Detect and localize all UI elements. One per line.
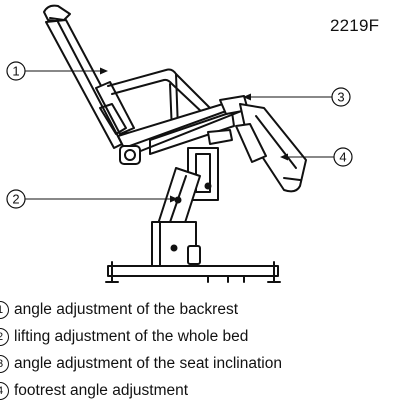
legend-item-3: 3 angle adjustment of the seat inclinati… bbox=[0, 350, 400, 377]
callout-circle-3 bbox=[331, 87, 351, 107]
callout-arrow-1 bbox=[100, 67, 108, 75]
callout-number-4: 4 bbox=[339, 150, 346, 165]
callout-number-3: 3 bbox=[337, 90, 344, 105]
backrest bbox=[45, 19, 135, 149]
callout-circle-1 bbox=[6, 61, 26, 81]
motor-box bbox=[151, 221, 201, 267]
legend-number-4: 4 bbox=[0, 382, 9, 400]
callout-arrow-2 bbox=[170, 195, 178, 203]
legend-item-2: 2 lifting adjustment of the whole bed bbox=[0, 323, 400, 350]
callout-arrow-3 bbox=[243, 93, 251, 101]
base-plate bbox=[105, 261, 281, 283]
legend-item-4: 4 footrest angle adjustment bbox=[0, 377, 400, 404]
hinge-knob bbox=[119, 145, 141, 165]
callout-number-2: 2 bbox=[12, 192, 19, 207]
callout-circle-4 bbox=[333, 147, 353, 167]
legend-text-4: footrest angle adjustment bbox=[14, 382, 189, 399]
lift-column bbox=[157, 129, 233, 233]
callout-arrow-4 bbox=[280, 153, 288, 161]
legend-text-3: angle adjustment of the seat inclination bbox=[14, 355, 282, 372]
legend: 1 angle adjustment of the backrest 2 lif… bbox=[0, 296, 400, 404]
legend-number-2: 2 bbox=[0, 328, 9, 346]
legend-text-2: lifting adjustment of the whole bed bbox=[14, 328, 249, 345]
footrest bbox=[235, 103, 307, 193]
legend-number-1: 1 bbox=[0, 301, 9, 319]
legend-number-3: 3 bbox=[0, 355, 9, 373]
callout-number-1: 1 bbox=[12, 64, 19, 79]
model-number: 2219F bbox=[330, 16, 380, 35]
chair-diagram: 1 2 3 4 bbox=[6, 4, 353, 283]
legend-text-1: angle adjustment of the backrest bbox=[14, 301, 239, 318]
callout-circle-2 bbox=[6, 189, 26, 209]
legend-item-1: 1 angle adjustment of the backrest bbox=[0, 296, 400, 323]
